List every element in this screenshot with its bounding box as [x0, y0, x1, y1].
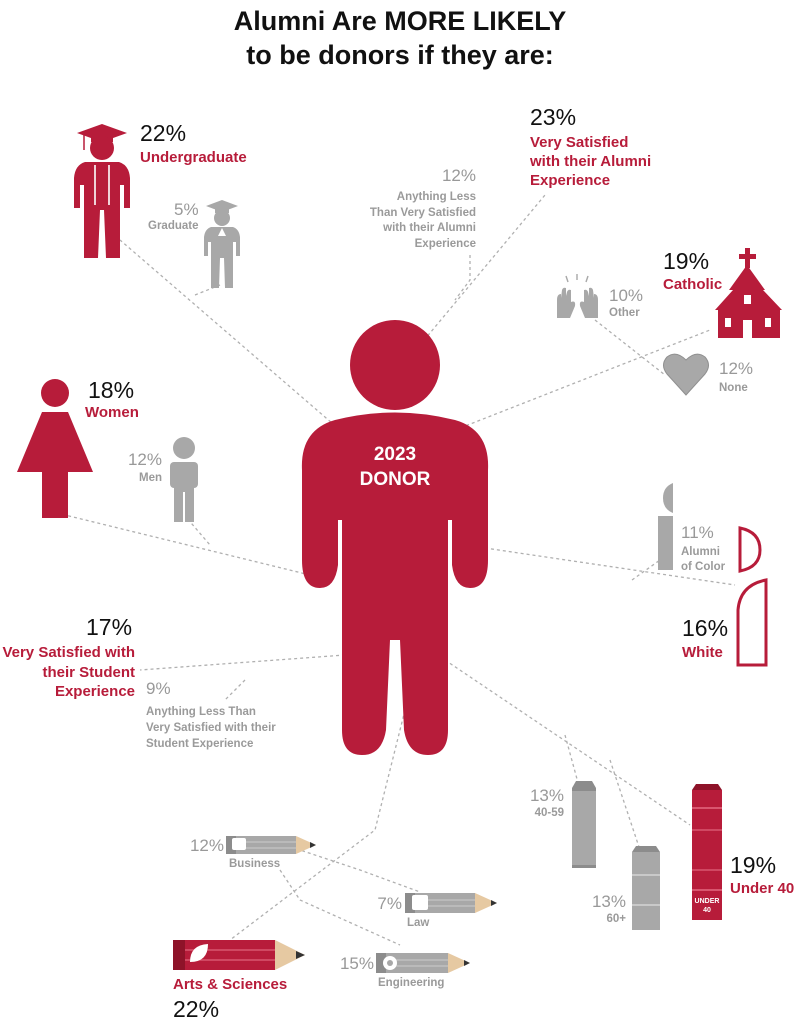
women-label: Women — [85, 404, 139, 421]
alumni-less-satisfied-label: Anything Less Than Very Satisfied with t… — [369, 191, 476, 250]
student-less-satisfied-pct: 9% — [146, 679, 171, 698]
age-under-40-book-icon — [692, 784, 722, 920]
student-very-satisfied-label: Very Satisfied with their Student Experi… — [2, 644, 135, 700]
under-40-label: Under 40 — [730, 880, 795, 897]
profile-icon — [658, 483, 673, 570]
praying-hands-rays — [565, 274, 589, 283]
age-40-59-book-icon — [572, 781, 596, 868]
white-pct: 16% — [682, 615, 729, 641]
white-label: White — [682, 644, 723, 661]
graduate-figure-icon — [204, 200, 240, 288]
age-40-59-pct: 13% — [529, 786, 564, 805]
law-pct: 7% — [377, 894, 402, 913]
alumni-of-color-label: Alumni of Color — [681, 546, 726, 573]
donor-word: DONOR — [359, 469, 431, 490]
arts-sciences-label: Arts & Sciences — [173, 976, 288, 993]
profile-outline-icon — [736, 526, 768, 667]
undergraduate-figure-icon — [74, 124, 130, 258]
student-very-satisfied-pct: 17% — [86, 614, 133, 640]
alumni-of-color-pct: 11% — [681, 523, 714, 542]
undergraduate-stole — [94, 165, 110, 205]
title-line-2: to be donors if they are: — [246, 40, 554, 70]
donor-year: 2023 — [373, 444, 417, 465]
arts-sciences-pencil-icon — [173, 940, 305, 970]
donor-figure-icon — [301, 320, 489, 755]
under-40-pct: 19% — [730, 852, 777, 878]
donor-label: 2023 DONOR — [330, 442, 460, 492]
graduate-collar — [218, 228, 226, 236]
graduate-pct: 5% — [174, 200, 199, 219]
business-pencil-icon — [226, 836, 316, 854]
men-pct: 12% — [127, 450, 162, 469]
graduate-label: Graduate — [148, 220, 199, 232]
age-60-plus-pct: 13% — [591, 892, 626, 911]
heart-icon — [663, 353, 709, 396]
business-label: Business — [229, 858, 281, 870]
business-pct: 12% — [189, 836, 224, 855]
title-line-1: Alumni Are MORE LIKELY — [233, 6, 567, 36]
women-pct: 18% — [88, 377, 135, 403]
catholic-label: Catholic — [663, 276, 723, 293]
law-pencil-icon — [405, 893, 497, 913]
arts-sciences-pct: 22% — [173, 996, 220, 1022]
undergraduate-label: Undergraduate — [140, 149, 247, 166]
infographic-title: Alumni Are MORE LIKELY to be donors if t… — [0, 4, 800, 72]
undergraduate-pct: 22% — [140, 120, 187, 146]
church-details — [725, 295, 771, 338]
man-icon — [170, 437, 198, 522]
law-label: Law — [407, 917, 430, 929]
religion-none-pct: 12% — [719, 359, 754, 378]
age-60-plus-book-icon — [632, 846, 660, 930]
engineering-label: Engineering — [378, 977, 445, 989]
alumni-very-satisfied-pct: 23% — [530, 104, 577, 130]
under-40-book-label: UNDER 40 — [694, 898, 720, 914]
connector-lines — [64, 194, 736, 946]
age-60-plus-label: 60+ — [606, 913, 626, 925]
praying-hands-icon — [557, 287, 598, 318]
religion-none-label: None — [719, 382, 748, 394]
student-less-satisfied-label: Anything Less Than Very Satisfied with t… — [146, 706, 276, 751]
religion-other-pct: 10% — [609, 286, 644, 305]
engineering-pencil-icon — [376, 953, 470, 973]
men-label: Men — [139, 472, 162, 484]
woman-icon — [17, 379, 93, 518]
alumni-very-satisfied-label: Very Satisfied with their Alumni Experie… — [530, 134, 652, 189]
engineering-pct: 15% — [339, 954, 374, 973]
catholic-pct: 19% — [663, 248, 710, 274]
age-40-59-label: 40-59 — [534, 807, 564, 819]
alumni-less-satisfied-pct: 12% — [441, 166, 476, 185]
religion-other-label: Other — [609, 307, 640, 319]
